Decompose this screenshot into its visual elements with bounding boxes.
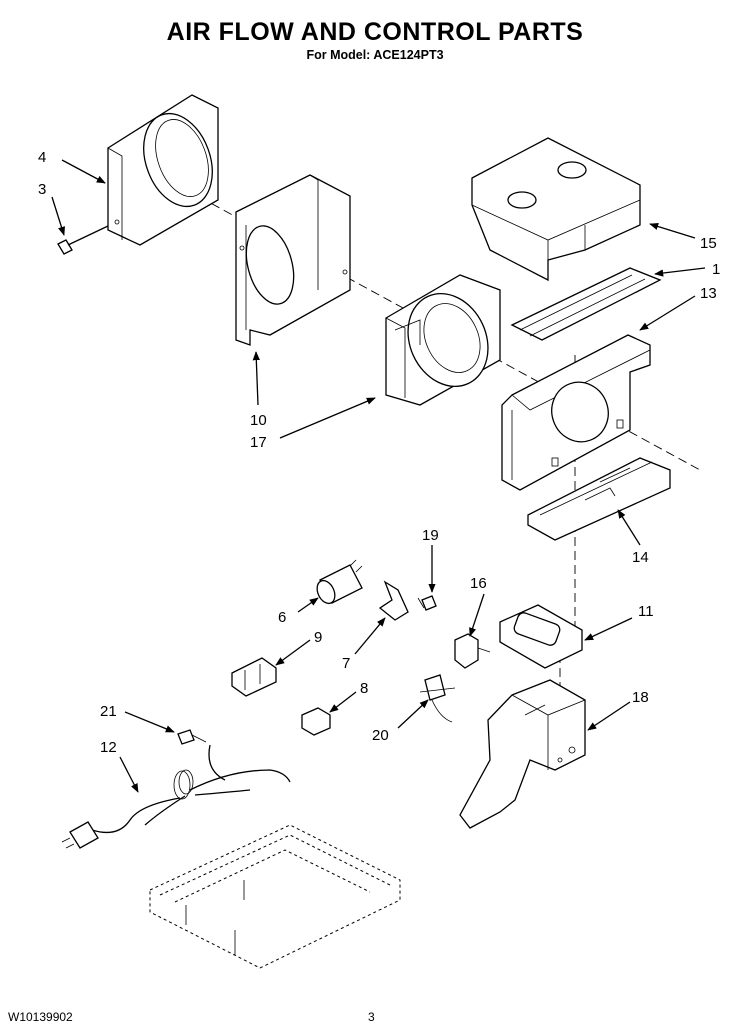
part-4-shroud-panel <box>107 94 219 246</box>
page-number: 3 <box>368 1010 375 1024</box>
callout-3: 3 <box>38 181 46 198</box>
callout-8: 8 <box>360 680 368 697</box>
callout-1: 1 <box>712 261 720 278</box>
callout-7: 7 <box>342 655 350 672</box>
part-21-screw <box>177 729 207 745</box>
part-18-control-bracket <box>459 679 586 829</box>
part-7-strap <box>378 580 409 621</box>
callout-16: 16 <box>470 575 487 592</box>
callout-20: 20 <box>372 727 389 744</box>
callout-13: 13 <box>700 285 717 302</box>
part-19-screw <box>417 595 437 611</box>
callout-9: 9 <box>314 629 322 646</box>
part-1-rail <box>510 267 662 341</box>
part-10-orifice-panel <box>235 174 351 346</box>
callout-17: 17 <box>250 434 267 451</box>
callout-15: 15 <box>700 235 717 252</box>
part-11-control-panel <box>499 604 583 669</box>
part-20-thermostat <box>419 674 456 723</box>
page-title: AIR FLOW AND CONTROL PARTS <box>166 18 584 46</box>
part-12-power-cord <box>61 744 291 849</box>
model-subtitle: For Model: ACE124PT3 <box>306 48 444 62</box>
part-14-base-tray <box>527 457 671 541</box>
callout-6: 6 <box>278 609 286 626</box>
part-3-screw <box>57 225 109 255</box>
part-13-bulkhead <box>501 334 651 491</box>
part-15-top-cover <box>471 137 641 282</box>
document-number: W10139902 <box>8 1010 73 1024</box>
callout-18: 18 <box>632 689 649 706</box>
callout-21: 21 <box>100 703 117 720</box>
part-17-blower-housing <box>385 274 501 406</box>
callout-19: 19 <box>422 527 439 544</box>
part-16-switch <box>454 633 491 669</box>
callout-12: 12 <box>100 739 117 756</box>
base-pan-outline <box>149 824 401 969</box>
callout-14: 14 <box>632 549 649 566</box>
part-8-relay <box>301 707 331 736</box>
callouts: 4 3 10 17 15 1 13 14 19 6 7 9 16 11 18 8 <box>38 149 720 793</box>
callout-4: 4 <box>38 149 46 166</box>
callout-11: 11 <box>638 603 654 620</box>
part-9-terminal-block <box>231 657 277 697</box>
part-6-capacitor <box>316 559 363 605</box>
callout-10: 10 <box>250 412 267 429</box>
